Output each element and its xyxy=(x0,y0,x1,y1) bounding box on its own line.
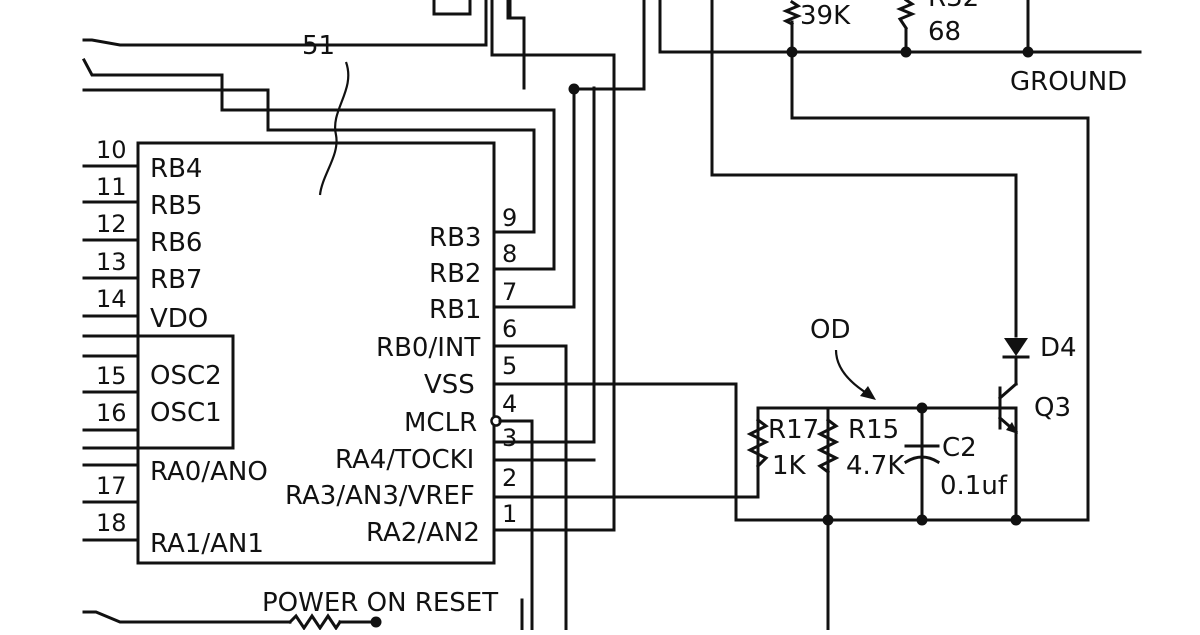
pin-num-2: 2 xyxy=(502,464,517,492)
junction-dots xyxy=(370,46,1034,628)
pin-num-1: 1 xyxy=(502,500,517,528)
power-on-reset-label: POWER ON RESET xyxy=(262,588,498,618)
pin-num-15: 15 xyxy=(96,362,127,390)
pin-num-16: 16 xyxy=(96,399,127,427)
c2-value: 0.1uf xyxy=(940,471,1008,501)
ground-label: GROUND xyxy=(1010,67,1127,97)
pin-num-17: 17 xyxy=(96,472,127,500)
pin-num-3: 3 xyxy=(502,424,517,452)
resistor-r15-symbol xyxy=(816,417,840,475)
pin-name-rb6: RB6 xyxy=(150,228,202,258)
pin-name-osc1: OSC1 xyxy=(150,398,222,428)
od-label: OD xyxy=(810,315,851,345)
pin-name-rb2: RB2 xyxy=(429,259,481,289)
resistor-39k-symbol xyxy=(782,0,802,27)
osc-subbox xyxy=(136,334,235,450)
pin-num-6: 6 xyxy=(502,315,517,343)
pin-name-ra0: RA0/ANO xyxy=(150,457,268,487)
pin-name-vss: VSS xyxy=(424,370,475,400)
ic-51-body xyxy=(136,141,496,565)
c2-label: C2 xyxy=(942,433,977,463)
left-pin-stubs xyxy=(82,164,140,542)
q3-label: Q3 xyxy=(1034,393,1071,423)
pin-name-mclr: MCLR xyxy=(404,408,477,438)
d4-label: D4 xyxy=(1040,333,1077,363)
pin-num-9: 9 xyxy=(502,204,517,232)
pin-name-ra4-tocki: RA4/TOCKI xyxy=(335,445,474,475)
r17-value: 1K xyxy=(772,451,807,481)
ic-ref-leader xyxy=(318,61,350,196)
resistor-r32-symbol xyxy=(896,0,916,31)
pin-num-14: 14 xyxy=(96,285,127,313)
pin-name-rb5: RB5 xyxy=(150,191,202,221)
pin-num-12: 12 xyxy=(96,210,127,238)
capacitor-c2-symbol xyxy=(903,444,941,465)
diode-d4-symbol xyxy=(1002,338,1030,386)
resistor-r17-symbol xyxy=(746,417,770,469)
pin-num-7: 7 xyxy=(502,278,517,306)
r15-label: R15 xyxy=(848,415,899,445)
pin-name-rb7: RB7 xyxy=(150,265,202,295)
r17-label: R17 xyxy=(768,415,819,445)
pin-name-rb1: RB1 xyxy=(429,295,481,325)
pin-name-ra2-an2: RA2/AN2 xyxy=(366,518,480,548)
pin-num-4: 4 xyxy=(502,390,517,418)
od-leader xyxy=(834,349,869,395)
wire-net xyxy=(81,0,1142,632)
r15-value: 4.7K xyxy=(846,451,905,481)
pin-num-5: 5 xyxy=(502,352,517,380)
resistor-39k-value: 39K xyxy=(800,1,851,31)
resistor-r32-label: R32 xyxy=(928,0,979,13)
pin-num-11: 11 xyxy=(96,173,127,201)
pin-name-ra1: RA1/AN1 xyxy=(150,529,264,559)
pin-num-13: 13 xyxy=(96,248,127,276)
pin-num-8: 8 xyxy=(502,240,517,268)
pin-name-ra3-an3-vref: RA3/AN3/VREF xyxy=(285,481,475,511)
pin-num-18: 18 xyxy=(96,509,127,537)
transistor-q3-symbol xyxy=(997,381,1019,522)
pin-name-osc2: OSC2 xyxy=(150,361,222,391)
power-on-reset-resistor xyxy=(287,613,343,631)
pin-name-vdo: VDO xyxy=(150,304,208,334)
pin-name-rb3: RB3 xyxy=(429,223,481,253)
od-arrowhead xyxy=(860,386,876,400)
pin-num-10: 10 xyxy=(96,136,127,164)
resistor-r32-value: 68 xyxy=(928,17,961,47)
pin-name-rb0-int: RB0/INT xyxy=(376,333,480,363)
pin-name-rb4: RB4 xyxy=(150,154,202,184)
